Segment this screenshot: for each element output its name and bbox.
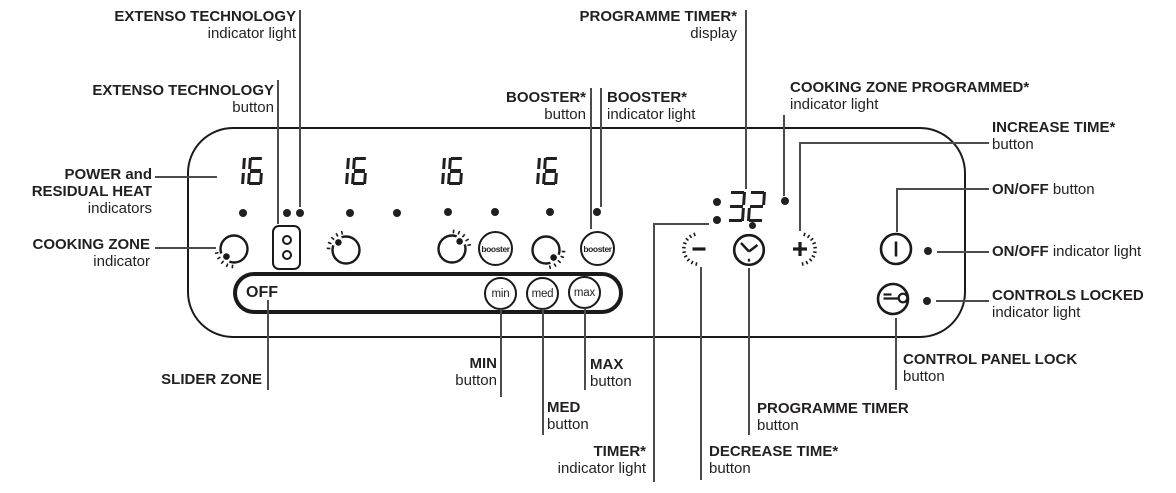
extenso-zone-dot-icon xyxy=(281,250,292,260)
label-timer-indicator: TIMER* indicator light xyxy=(557,443,646,477)
leader-line xyxy=(277,80,279,224)
label-cooking-zone: COOKING ZONE indicator xyxy=(32,236,150,270)
timer-indicator-dot-bottom xyxy=(713,216,721,224)
zone4-indicator-dot xyxy=(546,208,554,216)
leader-line xyxy=(542,309,544,435)
onoff-indicator-dot xyxy=(924,247,932,255)
label-med-button: MED button xyxy=(547,399,589,433)
leader-line xyxy=(783,115,785,196)
on-off-button[interactable] xyxy=(876,229,916,269)
zone2-indicator-dot xyxy=(346,209,354,217)
label-control-panel-lock: CONTROL PANEL LOCK button xyxy=(903,351,1078,385)
increase-time-button[interactable] xyxy=(780,229,820,269)
timer-decimal-dot xyxy=(749,222,756,229)
power-display-2 xyxy=(333,157,368,185)
leader-line xyxy=(799,142,989,144)
label-booster-button: BOOSTER* button xyxy=(505,89,586,123)
cooking-zone-3-icon xyxy=(437,229,472,264)
zone1-indicator-dot xyxy=(239,209,247,217)
label-decrease-time: DECREASE TIME* button xyxy=(709,443,839,477)
extenso-technology-button[interactable] xyxy=(272,225,301,270)
programme-timer-display xyxy=(727,191,766,222)
leader-line xyxy=(653,223,655,482)
zone3-indicator-dot xyxy=(444,208,452,216)
max-button[interactable]: max xyxy=(568,276,601,309)
booster-button-2[interactable]: booster xyxy=(580,231,615,266)
timer-indicator-dot-top xyxy=(713,198,721,206)
booster2-indicator-dot xyxy=(593,208,601,216)
leader-line xyxy=(299,10,301,207)
slider-zone[interactable] xyxy=(233,272,623,314)
power-display-4 xyxy=(524,157,559,185)
cooking-zone-programmed-dot xyxy=(781,197,789,205)
label-onoff-indicator: ON/OFF indicator light xyxy=(992,243,1142,260)
cooking-zone-2-icon xyxy=(326,230,361,265)
slider-off-label: OFF xyxy=(246,284,278,301)
leader-line xyxy=(653,223,709,225)
control-panel-lock-button[interactable] xyxy=(873,279,913,319)
leader-line xyxy=(600,88,602,207)
controls-locked-indicator-dot xyxy=(923,297,931,305)
programme-timer-button[interactable] xyxy=(729,230,769,270)
leader-line xyxy=(936,300,989,302)
leader-line xyxy=(500,309,502,397)
label-cooking-zone-programmed: COOKING ZONE PROGRAMMED* indicator light xyxy=(790,79,1030,113)
power-display-1 xyxy=(229,157,264,185)
label-controls-locked: CONTROLS LOCKED indicator light xyxy=(992,287,1144,321)
label-booster-indicator: BOOSTER* indicator light xyxy=(607,89,696,123)
leader-line xyxy=(700,267,702,480)
min-button[interactable]: min xyxy=(484,277,517,310)
leader-line xyxy=(155,247,216,249)
label-programme-timer-display: PROGRAMME TIMER* display xyxy=(579,8,738,42)
extenso-indicator-dot-1 xyxy=(283,209,291,217)
leader-line xyxy=(155,176,217,178)
label-power-residual-heat: POWER and RESIDUAL HEAT indicators xyxy=(31,166,152,217)
leader-line xyxy=(896,188,898,232)
leader-line xyxy=(937,251,989,253)
cooking-zone-1-icon xyxy=(214,234,249,269)
label-min-button: MIN button xyxy=(455,355,497,389)
leader-line xyxy=(745,10,747,189)
label-programme-timer-button: PROGRAMME TIMER button xyxy=(757,400,909,434)
booster1-indicator-dot xyxy=(491,208,499,216)
extenso-indicator-dot-2 xyxy=(296,209,304,217)
decrease-time-button[interactable] xyxy=(679,229,719,269)
leader-line xyxy=(896,188,989,190)
power-display-3 xyxy=(429,157,464,185)
leader-line xyxy=(267,300,269,390)
cooking-zone-4-icon xyxy=(531,235,566,270)
booster-button-1[interactable]: booster xyxy=(478,231,513,266)
leader-line xyxy=(895,318,897,390)
label-onoff-button: ON/OFF button xyxy=(992,181,1095,198)
leader-line xyxy=(590,88,592,229)
label-increase-time: INCREASE TIME* button xyxy=(992,119,1116,153)
extenso-zone-dot-icon xyxy=(281,235,292,245)
leader-line xyxy=(799,142,801,231)
leader-line xyxy=(748,268,750,435)
middle-indicator-dot xyxy=(393,209,401,217)
leader-line xyxy=(584,308,586,390)
label-extenso-button: EXTENSO TECHNOLOGY button xyxy=(92,82,274,116)
label-max-button: MAX button xyxy=(590,356,632,390)
med-button[interactable]: med xyxy=(526,277,559,310)
label-slider-zone: SLIDER ZONE xyxy=(161,371,262,388)
label-extenso-indicator: EXTENSO TECHNOLOGY indicator light xyxy=(114,8,296,42)
